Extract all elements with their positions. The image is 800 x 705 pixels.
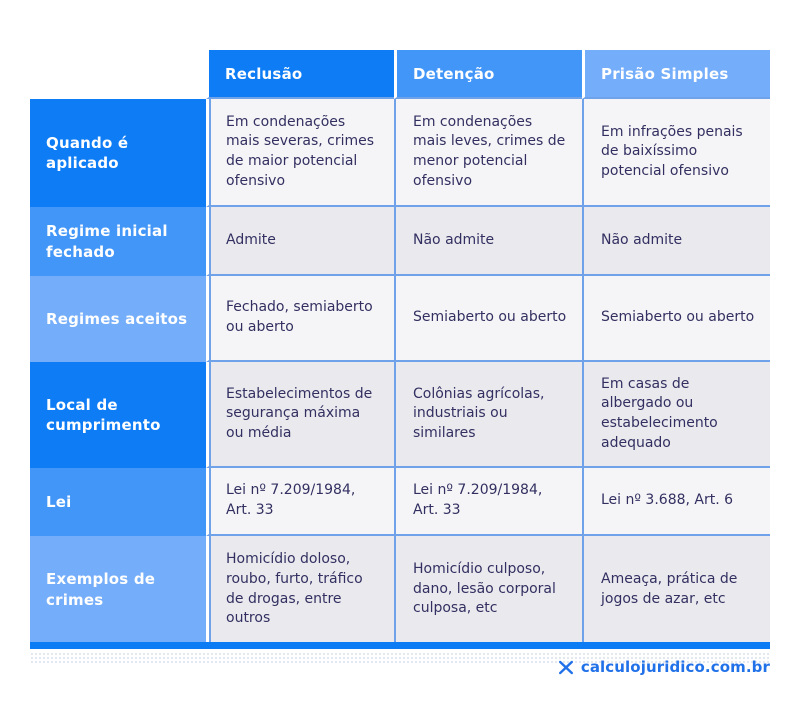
table-cell: Ameaça, prática de jogos de azar, etc <box>582 536 770 643</box>
row-label-regime-inicial-fechado: Regime inicial fechado <box>30 207 206 276</box>
table-cell: Homicídio doloso, roubo, furto, tráfico … <box>206 536 394 643</box>
table-cell: Fechado, semiaberto ou aberto <box>206 276 394 362</box>
table-cell: Homicídio culposo, dano, lesão corporal … <box>394 536 582 643</box>
table-cell: Colônias agrícolas, industriais ou simil… <box>394 362 582 468</box>
column-header-reclusao: Reclusão <box>206 50 394 99</box>
row-label-exemplos-de-crimes: Exemplos de crimes <box>30 536 206 643</box>
table-corner <box>30 50 206 99</box>
table-cell: Em casas de albergado ou estabelecimento… <box>582 362 770 468</box>
footer-site-link[interactable]: calculojuridico.com.br <box>580 658 770 676</box>
table-cell: Não admite <box>582 207 770 276</box>
table-cell: Em condenações mais severas, crimes de m… <box>206 99 394 207</box>
table-cell: Estabelecimentos de segurança máxima ou … <box>206 362 394 468</box>
table-cell: Lei nº 7.209/1984, Art. 33 <box>206 468 394 536</box>
row-label-regimes-aceitos: Regimes aceitos <box>30 276 206 362</box>
table-cell: Semiaberto ou aberto <box>582 276 770 362</box>
table-bottom-accent-bar <box>30 642 770 649</box>
footer: calculojuridico.com.br <box>558 655 770 679</box>
column-header-prisao-simples: Prisão Simples <box>582 50 770 99</box>
row-label-local-de-cumprimento: Local de cumprimento <box>30 362 206 468</box>
halftone-shadow <box>30 652 770 665</box>
table-cell: Lei nº 3.688, Art. 6 <box>582 468 770 536</box>
table-cell: Em infrações penais de baixíssimo potenc… <box>582 99 770 207</box>
calculojuridico-logo-icon <box>558 660 574 675</box>
column-header-detencao: Detenção <box>394 50 582 99</box>
table-cell: Lei nº 7.209/1984, Art. 33 <box>394 468 582 536</box>
table-cell: Semiaberto ou aberto <box>394 276 582 362</box>
row-label-lei: Lei <box>30 468 206 536</box>
row-label-quando-e-aplicado: Quando é aplicado <box>30 99 206 207</box>
table-cell: Não admite <box>394 207 582 276</box>
table-cell: Em condenações mais leves, crimes de men… <box>394 99 582 207</box>
table-cell: Admite <box>206 207 394 276</box>
